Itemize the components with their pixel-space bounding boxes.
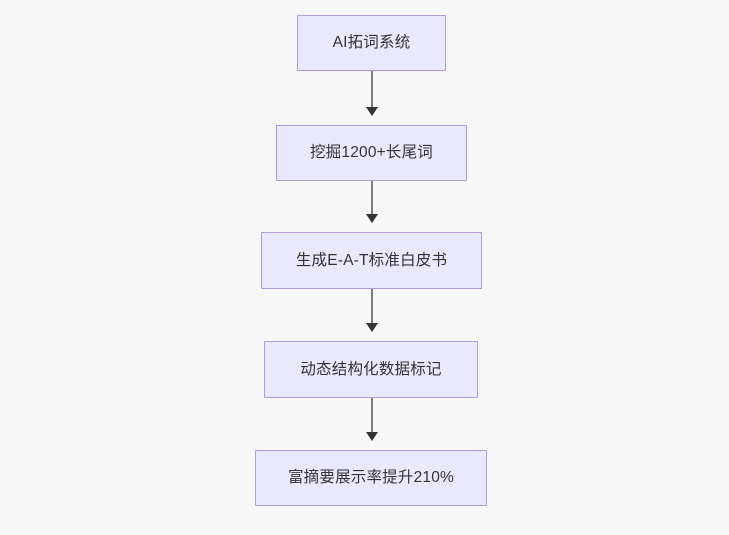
arrowhead-icon bbox=[366, 432, 378, 441]
flow-edge bbox=[366, 289, 378, 332]
edge-line bbox=[371, 289, 373, 325]
flow-edge bbox=[366, 181, 378, 223]
edge-line bbox=[371, 71, 373, 109]
arrowhead-icon bbox=[366, 323, 378, 332]
flow-node-rich-snippet-impression-uplift[interactable]: 富摘要展示率提升210% bbox=[255, 450, 487, 506]
edge-line bbox=[371, 181, 373, 216]
flow-node-dynamic-structured-data-markup[interactable]: 动态结构化数据标记 bbox=[264, 341, 478, 398]
arrowhead-icon bbox=[366, 107, 378, 116]
flow-node-label: 动态结构化数据标记 bbox=[300, 360, 442, 378]
flow-node-mine-longtail-keywords[interactable]: 挖掘1200+长尾词 bbox=[276, 125, 467, 181]
flow-node-label: 富摘要展示率提升210% bbox=[287, 469, 455, 487]
flow-node-label: AI拓词系统 bbox=[332, 34, 411, 52]
flow-node-generate-eat-whitepaper[interactable]: 生成E-A-T标准白皮书 bbox=[261, 232, 482, 289]
flow-node-label: 挖掘1200+长尾词 bbox=[309, 144, 434, 162]
flow-node-label: 生成E-A-T标准白皮书 bbox=[295, 251, 448, 269]
flow-edge bbox=[366, 71, 378, 116]
flow-edge bbox=[366, 398, 378, 441]
edge-line bbox=[371, 398, 373, 434]
flow-node-ai-keyword-system[interactable]: AI拓词系统 bbox=[297, 15, 446, 71]
arrowhead-icon bbox=[366, 214, 378, 223]
